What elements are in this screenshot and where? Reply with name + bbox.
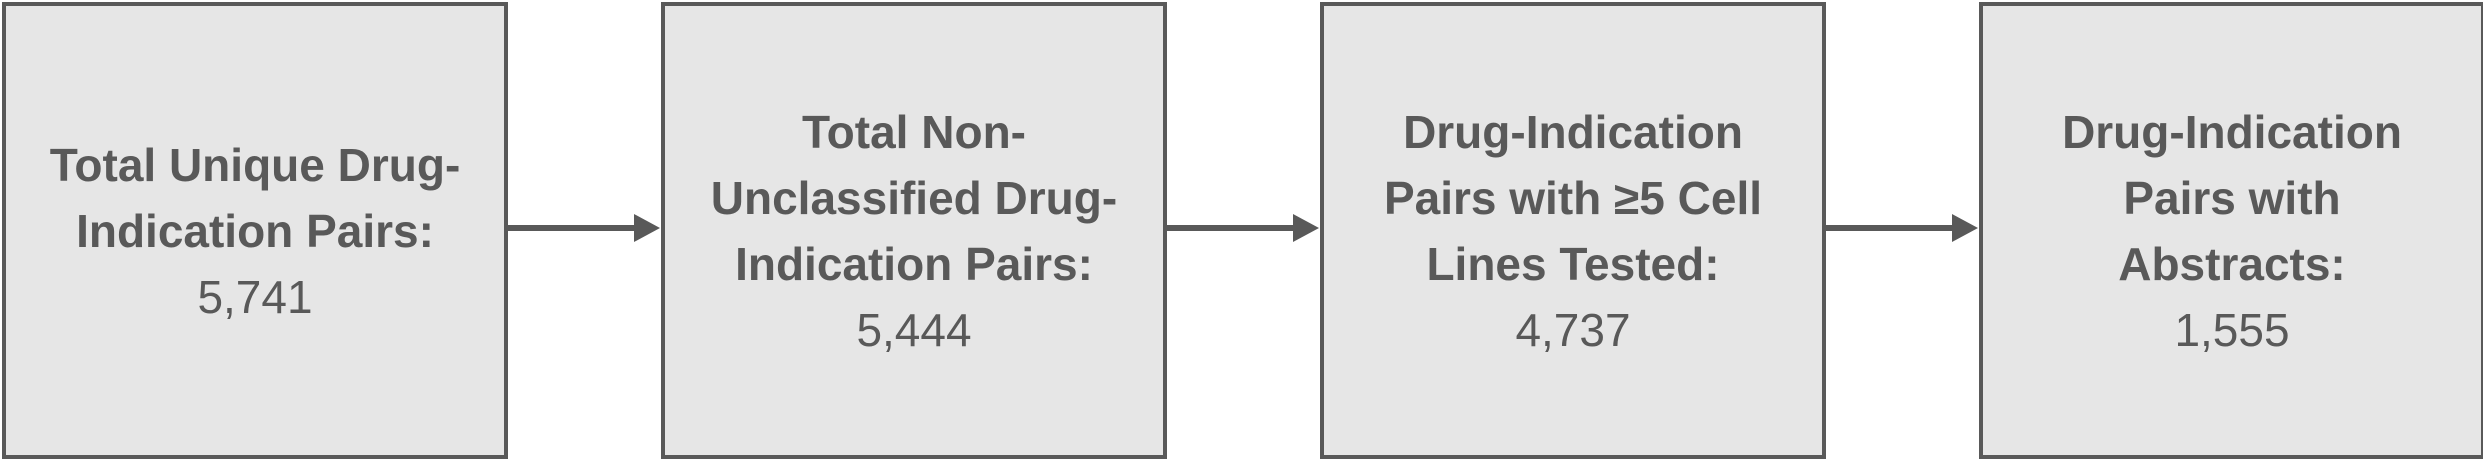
- flow-step-cell-lines-tested: Drug-Indication Pairs with ≥5 Cell Lines…: [1320, 2, 1826, 459]
- step-count: 5,444: [856, 303, 972, 356]
- step-count: 1,555: [2174, 303, 2290, 356]
- arrow-3: [1826, 214, 1978, 242]
- arrow-1: [508, 214, 660, 242]
- step-label: Total Non- Unclassified Drug- Indication…: [710, 105, 1118, 290]
- flow-step-total-unique: Total Unique Drug- Indication Pairs: 5,7…: [2, 2, 508, 459]
- step-count: 4,737: [1515, 303, 1631, 356]
- step-count: 5,741: [197, 270, 313, 323]
- step-label: Drug-Indication Pairs with Abstracts:: [2062, 105, 2402, 290]
- step-label: Total Unique Drug- Indication Pairs:: [49, 138, 461, 257]
- step-label: Drug-Indication Pairs with ≥5 Cell Lines…: [1383, 105, 1763, 290]
- flow-step-non-unclassified: Total Non- Unclassified Drug- Indication…: [661, 2, 1167, 459]
- flow-step-with-abstracts: Drug-Indication Pairs with Abstracts: 1,…: [1979, 2, 2483, 459]
- arrow-2: [1167, 214, 1319, 242]
